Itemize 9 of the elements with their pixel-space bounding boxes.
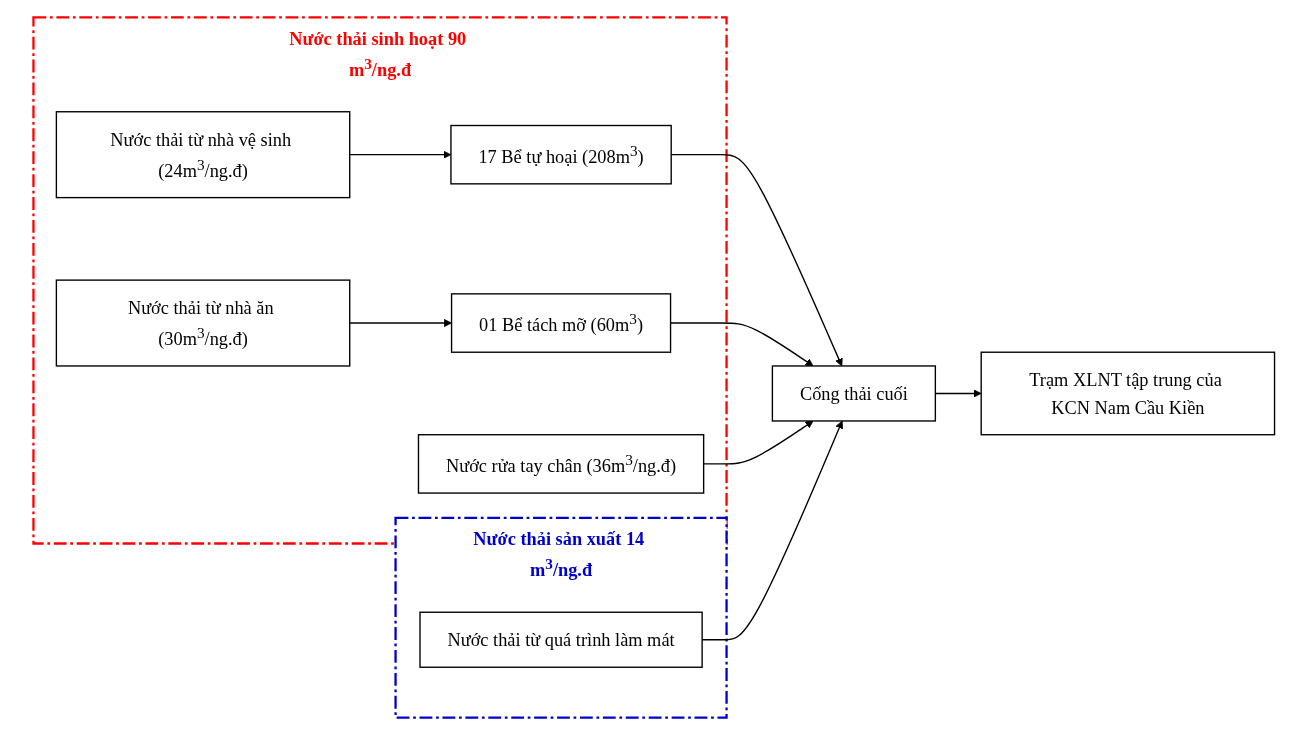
node-box: Nước thải từ nhà vệ sinh (24m$^{3}$/ng.đ): [55, 111, 350, 199]
arrow: [670, 154, 843, 367]
node-box: Nước thải từ nhà ăn (30m$^{3}$/ng.đ): [55, 279, 350, 367]
node-box: Nước thải từ quá trình làm mát: [418, 611, 703, 668]
node-box: Cống thải cuối: [771, 365, 936, 422]
node-box: Nước rửa tay chân (36m$^{3}$/ng.đ): [417, 434, 704, 494]
node-box: 17 Bể tự hoại (208m$^{3}$): [449, 124, 672, 185]
node-box: Trạm XLNT tập trung của KCN Nam Cầu Kiền: [980, 351, 1275, 436]
node-box: 01 Bể tách mỡ (60m$^{3}$): [450, 293, 671, 353]
